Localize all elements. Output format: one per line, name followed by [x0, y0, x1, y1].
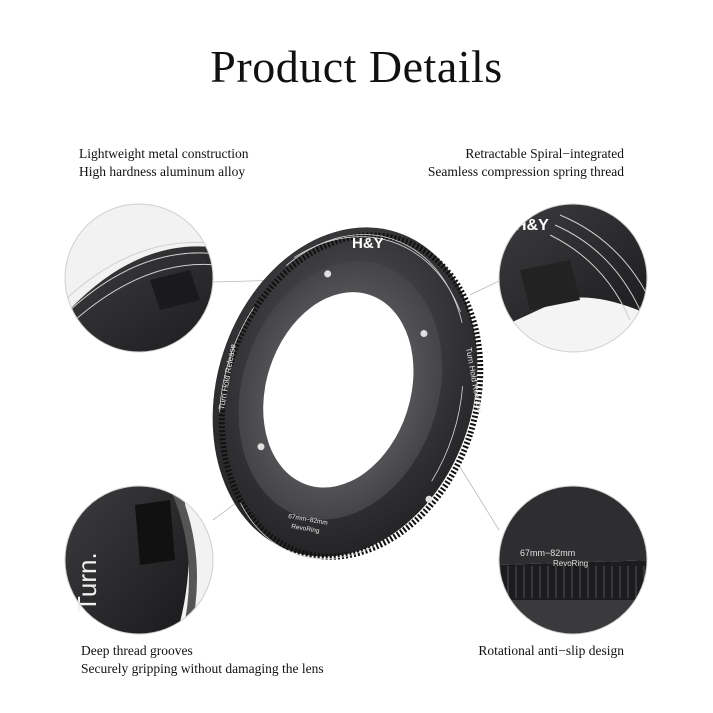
feature-caption-bottom-right: Rotational anti−slip design — [478, 642, 624, 660]
revoring-adapter — [212, 227, 484, 560]
page-title: Product Details — [210, 41, 503, 92]
detail-turn-text: Turn. — [72, 552, 102, 612]
feature-caption-top-right: Retractable Spiral−integrated Seamless c… — [428, 145, 624, 181]
detail-spiral-thread — [499, 204, 647, 352]
feature-line: Lightweight metal construction — [79, 146, 249, 161]
detail-lightweight-metal — [65, 204, 213, 352]
detail-circle-border — [498, 485, 648, 635]
feature-line: Rotational anti−slip design — [478, 643, 624, 658]
feature-line: High hardness aluminum alloy — [79, 164, 246, 179]
feature-caption-top-left: Lightweight metal construction High hard… — [79, 145, 248, 181]
ring-model-text: RevoRing — [291, 523, 321, 535]
feature-line: Seamless compression spring thread — [427, 164, 624, 179]
feature-line: Deep thread grooves — [81, 643, 193, 658]
detail-model-text: RevoRing — [553, 559, 588, 568]
ring-brand-text: H&Y — [352, 235, 384, 252]
feature-line: Retractable Spiral−integrated — [465, 146, 624, 161]
feature-caption-bottom-left: Deep thread grooves Securely gripping wi… — [81, 642, 324, 678]
detail-circle-border — [64, 203, 214, 353]
feature-line: Securely gripping without damaging the l… — [81, 661, 324, 676]
detail-circle-border — [498, 203, 648, 353]
detail-circle-border — [64, 485, 214, 635]
detail-thread-grooves — [65, 486, 213, 634]
detail-brand-text: H&Y — [515, 217, 549, 234]
detail-size-text: 67mm−82mm — [520, 548, 575, 558]
